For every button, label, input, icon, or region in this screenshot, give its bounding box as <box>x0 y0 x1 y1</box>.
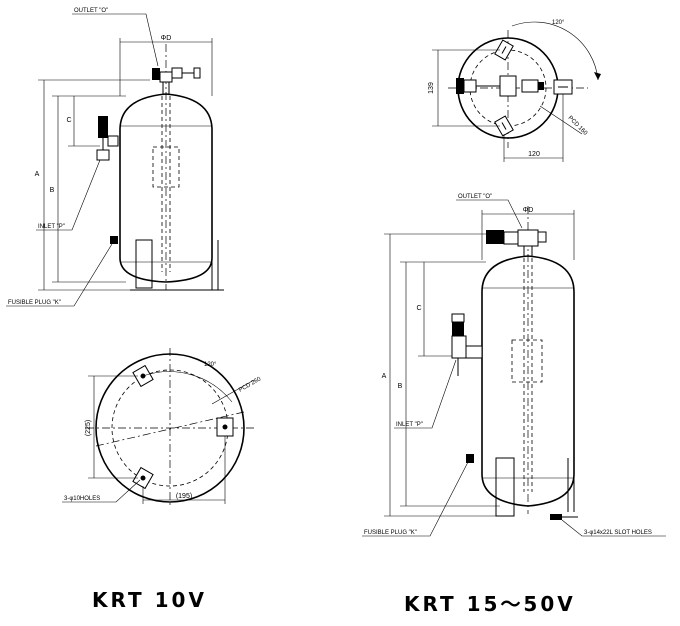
krt10v-dim-b: B <box>50 187 55 194</box>
krt1550v-side-view: ΦD A B C OUTLET "O" INLET "P" FUSIBLE PL… <box>362 194 666 537</box>
krt1550v-top-view: 120° PCD 160 139 120 <box>428 20 601 162</box>
krt10v-tank-shell <box>119 93 213 283</box>
krt1550v-outlet-label: OUTLET "O" <box>458 194 492 200</box>
krt1550v-lug-top <box>494 39 514 61</box>
krt1550v-leg-left <box>495 457 515 517</box>
krt10v-inlet-label: INLET "P" <box>38 224 65 230</box>
krt10v-fusible-label: FUSIBLE PLUG "K" <box>8 300 61 306</box>
krt1550v-fusible-label: FUSIBLE PLUG "K" <box>364 530 417 536</box>
krt1550v-top-valve-left <box>456 78 464 94</box>
krt1550v-dim-139: 139 <box>428 82 435 94</box>
krt1550v-dim-c: C <box>416 305 421 312</box>
krt1550v-slot-label: 3-φ14x22L SLOT HOLES <box>584 530 652 536</box>
krt10v-pcd-label: PCD 260 <box>238 376 263 394</box>
krt10v-side-view: ΦD A B C OUTLET "O" INLET "P" FUSIBLE PL… <box>6 8 224 307</box>
krt10v-leg-left <box>135 239 153 289</box>
krt1550v-dim-120: 120 <box>528 151 540 158</box>
krt10v-outlet-valve <box>152 68 160 80</box>
krt10v-dim-225: (225) <box>85 420 92 436</box>
krt1550v-fusible-plug <box>466 454 474 463</box>
krt1550v-window <box>511 339 543 383</box>
krt1550v-inlet-valve <box>452 322 464 336</box>
krt10v-angle-label: 120° <box>204 362 217 368</box>
krt1550v-model-title: KRT 15～50V <box>404 592 576 616</box>
krt10v-dim-195: (195) <box>176 493 192 500</box>
krt1550v-dim-diameter: ΦD <box>523 207 534 214</box>
krt10v-lug-right <box>216 417 234 437</box>
krt10v-dim-a: A <box>35 171 40 178</box>
krt10v-lug-bottom <box>132 466 154 490</box>
krt1550v-outlet-valve <box>486 230 504 244</box>
krt10v-top-view: 120° PCD 260 (225) (195) 3-φ10HOLES <box>62 348 263 508</box>
krt1550v-slot-foot <box>550 514 562 520</box>
krt10v-window <box>152 146 180 188</box>
krt1550v-dim-b: B <box>398 383 403 390</box>
krt1550v-dim-a: A <box>382 373 387 380</box>
krt1550v-lug-bottom <box>494 115 514 137</box>
krt10v-holes-label: 3-φ10HOLES <box>64 496 100 502</box>
krt1550v-lug-right <box>553 79 573 95</box>
krt10v-outlet-label: OUTLET "O" <box>74 8 108 14</box>
krt1550v-inlet-label: INLET "P" <box>396 422 423 428</box>
krt10v-model-title: KRT 10V <box>92 588 207 612</box>
krt1550v-angle-label: 120° <box>552 20 565 26</box>
krt10v-dim-diameter: ΦD <box>161 35 172 42</box>
krt10v-fusible-plug <box>110 236 118 244</box>
krt10v-dim-c: C <box>66 117 71 124</box>
krt10v-inlet-valve <box>98 116 108 138</box>
